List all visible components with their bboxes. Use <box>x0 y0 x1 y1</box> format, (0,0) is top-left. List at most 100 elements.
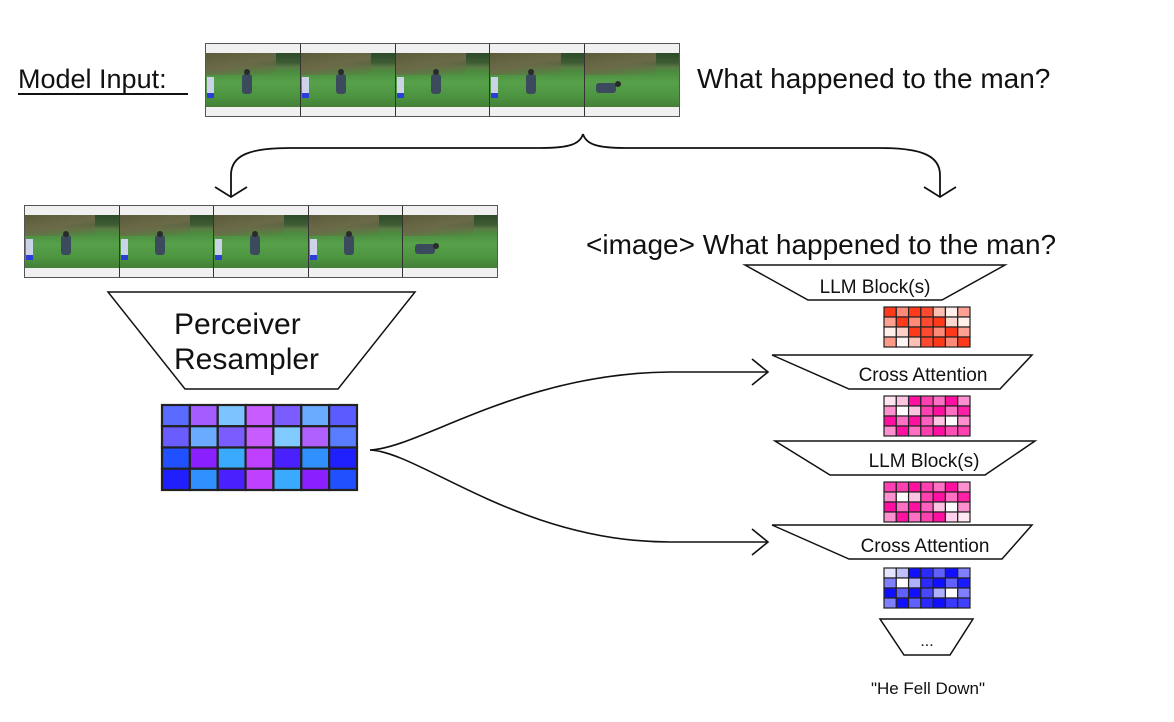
hidden-grid-pink-2 <box>883 481 971 523</box>
man <box>60 235 71 256</box>
cross-attention-block-1 <box>771 354 1034 390</box>
grid-cell <box>920 501 934 513</box>
grid-cell <box>895 587 910 599</box>
grid-cell <box>895 501 910 513</box>
grid-cell <box>944 597 959 609</box>
hidden-grid-blue <box>883 567 971 609</box>
golf-bag <box>120 238 128 260</box>
grid-cell <box>920 481 934 493</box>
grid-cell <box>957 395 971 407</box>
grid-cell <box>907 491 922 503</box>
grid-cell <box>895 306 910 318</box>
grid-cell <box>883 511 897 523</box>
grid-cell <box>920 336 934 348</box>
video-frame-4 <box>308 206 404 277</box>
grid-cell <box>957 587 971 599</box>
man <box>336 73 347 94</box>
more-blocks <box>878 618 975 656</box>
grid-cell <box>907 336 922 348</box>
video-frame-5 <box>403 206 497 277</box>
arrow-to-perceiver-icon <box>214 186 248 199</box>
grid-cell <box>920 511 934 523</box>
frame-hillside <box>490 53 561 75</box>
golf-bag <box>207 77 214 99</box>
grid-cell <box>895 405 910 417</box>
man <box>414 244 435 255</box>
grid-cell <box>957 567 971 579</box>
grid-cell <box>944 577 959 589</box>
man-head <box>346 230 353 237</box>
grid-cell <box>895 577 910 589</box>
frame-scene <box>206 53 300 107</box>
grid-cell <box>883 316 897 328</box>
grid-cell <box>957 415 971 427</box>
grid-cell <box>907 597 922 609</box>
grid-cell <box>957 577 971 589</box>
grid-cell <box>160 425 191 449</box>
grid-cell <box>957 481 971 493</box>
golf-bag <box>301 77 309 99</box>
grid-cell <box>944 395 959 407</box>
grid-cell <box>895 336 910 348</box>
grid-cell <box>944 306 959 318</box>
grid-cell <box>944 481 959 493</box>
man <box>526 73 537 94</box>
video-frame-2 <box>300 44 396 116</box>
grid-cell <box>907 511 922 523</box>
grid-cell <box>272 403 303 428</box>
perceiver-input-filmstrip <box>24 205 498 278</box>
cross-attention-1-label: Cross Attention <box>859 365 988 386</box>
grid-cell <box>883 306 897 318</box>
grid-cell <box>932 415 947 427</box>
cross-attention-block-2 <box>771 524 1034 560</box>
video-frame-2 <box>119 206 215 277</box>
grid-cell <box>957 491 971 503</box>
frame-hillside <box>214 215 285 237</box>
grid-cell <box>244 467 275 492</box>
model-input-label: Model Input: <box>18 64 167 94</box>
grid-cell <box>907 326 922 338</box>
grid-cell <box>895 326 910 338</box>
grid-cell <box>944 587 959 599</box>
grid-cell <box>920 491 934 503</box>
grid-cell <box>244 425 275 449</box>
man <box>344 235 355 256</box>
frame-scene <box>214 215 308 268</box>
grid-cell <box>957 501 971 513</box>
frame-hillside <box>25 215 96 237</box>
grid-cell <box>907 395 922 407</box>
grid-cell <box>907 306 922 318</box>
grid-cell <box>932 316 947 328</box>
man <box>155 235 166 256</box>
frame-hillside <box>395 53 466 75</box>
latent-grid-cells <box>160 403 359 492</box>
grid-cell <box>907 425 922 437</box>
grid-cell <box>944 415 959 427</box>
grid-cell <box>907 567 922 579</box>
frame-hillside <box>585 53 656 75</box>
golf-bag <box>396 77 404 99</box>
llm-block-1-label: LLM Block(s) <box>820 277 931 298</box>
grid-cell <box>300 446 331 470</box>
golf-bag <box>491 77 499 99</box>
grid-cell <box>160 446 191 470</box>
model-input-filmstrip <box>205 43 680 117</box>
grid-cell <box>907 501 922 513</box>
grid-cell <box>957 511 971 523</box>
man-head <box>157 230 164 237</box>
grid-cell <box>244 446 275 470</box>
video-frame-5 <box>585 44 679 116</box>
grid-cell <box>300 403 331 428</box>
grid-cell <box>944 491 959 503</box>
grid-cell <box>932 501 947 513</box>
frame-scene <box>300 53 395 107</box>
grid-cell <box>957 336 971 348</box>
grid-cell <box>188 467 219 492</box>
grid-cell <box>932 567 947 579</box>
grid-cell <box>932 587 947 599</box>
grid-cell <box>160 467 191 492</box>
grid-cell <box>907 587 922 599</box>
grid-cell <box>328 403 359 428</box>
grid-cell <box>920 395 934 407</box>
